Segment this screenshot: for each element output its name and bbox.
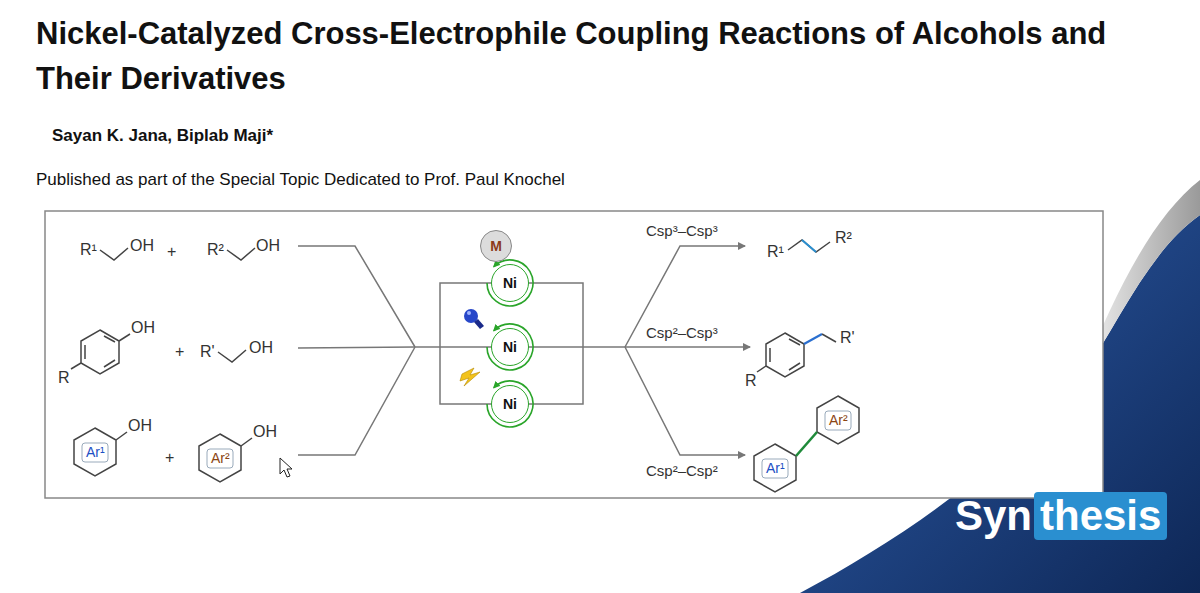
hydroxyl-label: OH bbox=[256, 237, 280, 255]
substituent-label: R² bbox=[835, 229, 852, 247]
reactant-structures-part bbox=[100, 248, 128, 260]
catalytic-cycle-arrows-part bbox=[487, 260, 533, 306]
circle-label: Ni bbox=[503, 276, 517, 290]
light-bulb-icon-part bbox=[467, 311, 471, 315]
bond-type-label: Csp²–Csp² bbox=[646, 462, 718, 479]
cursor-icon bbox=[280, 458, 292, 477]
metal-circle: M bbox=[480, 230, 512, 262]
reactant-structures-part bbox=[81, 330, 119, 374]
flow-lines-part bbox=[625, 347, 745, 455]
reactant-structures-part bbox=[116, 432, 127, 440]
aryl-label: Ar¹ bbox=[86, 444, 105, 460]
aryl-label: Ar¹ bbox=[766, 460, 785, 476]
substituent-label: R bbox=[58, 369, 70, 387]
hydroxyl-label: OH bbox=[128, 417, 152, 435]
product-structures-part bbox=[822, 334, 836, 342]
flow-lines-part bbox=[298, 246, 415, 347]
reactant-structures-part bbox=[227, 248, 255, 260]
substituent-label: R¹ bbox=[80, 241, 97, 259]
substituent-label: R' bbox=[200, 343, 215, 361]
reactant-structures-part bbox=[199, 434, 241, 482]
hydroxyl-label: OH bbox=[253, 423, 277, 441]
lightning-icon-part bbox=[460, 368, 480, 386]
flow-lines-part bbox=[298, 347, 415, 455]
circle-label: Ni bbox=[503, 340, 517, 354]
bond-type-label: Csp²–Csp³ bbox=[646, 324, 718, 341]
bond-type-label: Csp³–Csp³ bbox=[646, 222, 718, 239]
product-structures-part bbox=[788, 240, 830, 252]
flow-lines-part bbox=[625, 346, 750, 348]
publication-note: Published as part of the Special Topic D… bbox=[36, 170, 565, 190]
reactant-structures-part bbox=[207, 449, 233, 468]
substituent-label: R' bbox=[840, 329, 855, 347]
product-structures-part bbox=[802, 240, 816, 252]
aryl-label: Ar² bbox=[829, 412, 848, 428]
reactant-structures-part bbox=[119, 334, 130, 341]
aryl-label: Ar² bbox=[211, 450, 230, 466]
flow-lines-part bbox=[298, 347, 415, 348]
light-bulb-icon-part bbox=[474, 319, 484, 329]
reactant-structures bbox=[71, 248, 255, 482]
flow-lines-part bbox=[625, 246, 745, 347]
flow-lines bbox=[298, 246, 750, 455]
product-structures-part bbox=[817, 396, 859, 444]
product-structures bbox=[754, 240, 859, 492]
circle-label: Ni bbox=[503, 397, 517, 411]
catalytic-cycle-arrows bbox=[487, 260, 533, 427]
hydroxyl-label: OH bbox=[249, 339, 273, 357]
product-structures-part bbox=[804, 334, 822, 344]
plus-sign: + bbox=[167, 243, 176, 261]
lightning-icon bbox=[460, 368, 480, 386]
catalytic-cycle-arrows-part bbox=[487, 324, 533, 370]
product-structures-part bbox=[762, 459, 788, 478]
reactant-structures-part bbox=[74, 428, 116, 476]
nickel-circle: Ni bbox=[491, 328, 529, 366]
nickel-circle: Ni bbox=[491, 385, 529, 423]
catalytic-cycle-arrows-part bbox=[487, 381, 533, 427]
author-line: Sayan K. Jana, Biplab Maji* bbox=[52, 126, 273, 146]
substituent-label: R bbox=[745, 372, 757, 390]
substituent-label: R¹ bbox=[767, 243, 784, 261]
product-structures-part bbox=[796, 432, 817, 456]
product-structures-part bbox=[766, 333, 804, 377]
reactant-structures-part bbox=[241, 438, 252, 446]
journal-logo: Syn bbox=[955, 492, 1032, 540]
product-structures-part bbox=[754, 444, 796, 492]
page-title: Nickel-Catalyzed Cross-Electrophile Coup… bbox=[36, 12, 1146, 102]
plus-sign: + bbox=[165, 449, 174, 467]
product-structures-part bbox=[757, 366, 766, 372]
hydroxyl-label: OH bbox=[131, 319, 155, 337]
reactant-structures-part bbox=[71, 363, 81, 369]
hydroxyl-label: OH bbox=[130, 237, 154, 255]
nickel-circle: Ni bbox=[491, 264, 529, 302]
scheme-frame-part bbox=[45, 211, 1103, 498]
plus-sign: + bbox=[175, 343, 184, 361]
product-structures-part bbox=[825, 411, 851, 430]
cursor-icon-part bbox=[280, 458, 292, 477]
reactant-structures-part bbox=[85, 336, 115, 367]
reactant-structures-part bbox=[218, 350, 246, 362]
product-structures-part bbox=[770, 339, 800, 370]
substituent-label: R² bbox=[207, 241, 224, 259]
journal-logo: thesis bbox=[1034, 492, 1167, 540]
scheme-frame bbox=[45, 211, 1103, 498]
circle-label: M bbox=[490, 239, 502, 253]
reactant-structures-part bbox=[82, 443, 108, 462]
light-bulb-icon bbox=[464, 309, 484, 329]
